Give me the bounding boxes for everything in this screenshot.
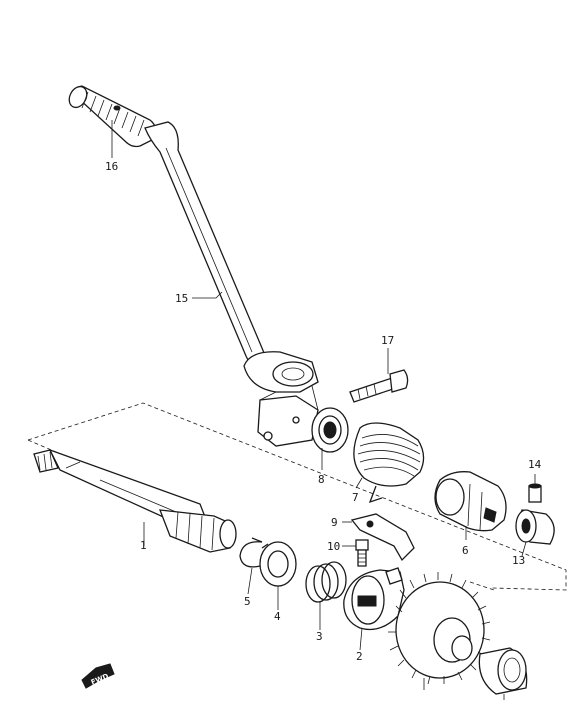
callout-15: 15 — [175, 292, 188, 305]
return-spring — [353, 422, 425, 504]
fwd-arrow-icon: FWD — [81, 663, 115, 689]
dowel-pin — [528, 483, 542, 503]
kick-grip — [68, 85, 157, 148]
ratchet — [343, 567, 405, 631]
bolt — [349, 369, 409, 403]
spring-guide — [434, 471, 507, 532]
circlip — [239, 537, 269, 568]
collar — [478, 647, 528, 695]
callouts: 16 15 17 8 7 14 9 10 1 6 13 5 4 3 2 — [105, 160, 542, 663]
callout-8: 8 — [318, 473, 325, 486]
callout-1: 1 — [140, 539, 147, 552]
callout-6: 6 — [462, 544, 469, 557]
washer — [259, 541, 297, 587]
callout-2: 2 — [356, 650, 363, 663]
oil-seal — [311, 407, 349, 453]
screw — [355, 539, 369, 567]
callout-16: 16 — [105, 160, 118, 173]
callout-17: 17 — [381, 334, 394, 347]
kick-lever-arm — [144, 121, 319, 447]
callout-3: 3 — [316, 630, 323, 643]
callout-7: 7 — [352, 491, 359, 504]
callout-4: 4 — [274, 610, 281, 623]
starter-gear — [388, 572, 491, 685]
stopper-plate — [350, 513, 415, 562]
callout-13: 13 — [512, 554, 525, 567]
bushing — [515, 509, 555, 545]
callout-9: 9 — [331, 516, 338, 529]
kick-starter-shaft — [33, 448, 237, 553]
leader-lines — [111, 120, 536, 700]
callout-14: 14 — [528, 458, 542, 471]
coil-spring — [305, 561, 347, 603]
callout-5: 5 — [244, 595, 251, 608]
callout-10: 10 — [327, 540, 340, 553]
